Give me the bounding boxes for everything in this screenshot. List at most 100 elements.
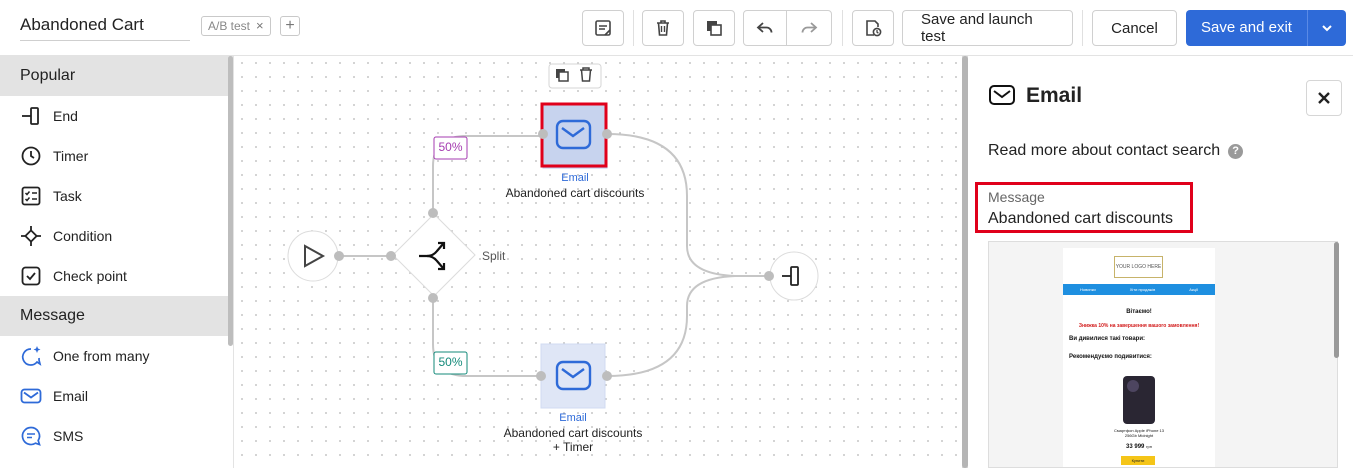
- redo-button[interactable]: [786, 10, 832, 46]
- workflow-diagram: [287, 63, 819, 409]
- email-nav-bar: Новинки Хіти продажів Акції: [1063, 284, 1215, 295]
- product-price: 33 999 грн: [1063, 444, 1215, 450]
- toolbar-divider: [842, 10, 843, 46]
- percent-b-label: 50%: [438, 355, 463, 369]
- message-field-value[interactable]: Abandoned cart discounts: [988, 210, 1174, 227]
- note-icon: [595, 20, 611, 36]
- split-label: Split: [482, 249, 506, 263]
- product-name: Смартфон Apple iPhone 13: [1113, 428, 1165, 433]
- copy-icon[interactable]: [556, 69, 569, 82]
- tag-label: A/B test: [208, 19, 251, 33]
- node-b-type: Email: [559, 412, 587, 424]
- notes-button[interactable]: [582, 10, 624, 46]
- close-icon: [1318, 92, 1330, 104]
- start-node[interactable]: [287, 230, 339, 282]
- price-currency: грн: [1146, 444, 1152, 449]
- palette-item-label: Timer: [53, 148, 89, 164]
- top-toolbar: Abandoned Cart A/B test × + Save and lau…: [0, 0, 1353, 56]
- palette-item-condition[interactable]: Condition: [0, 216, 233, 256]
- node-a-name: Abandoned cart discounts: [505, 186, 645, 200]
- email-preview[interactable]: YOUR LOGO HERE Новинки Хіти продажів Акц…: [988, 241, 1338, 468]
- percent-badge-a[interactable]: [433, 136, 468, 160]
- undo-button[interactable]: [743, 10, 787, 46]
- palette-item-timer[interactable]: Timer: [0, 136, 233, 176]
- check-point-icon: [20, 265, 42, 287]
- campaign-title-input[interactable]: Abandoned Cart: [20, 13, 190, 41]
- palette-item-label: Check point: [53, 268, 127, 284]
- connector-ports: [334, 129, 774, 381]
- sparkle-chat-icon: [20, 345, 42, 367]
- history-button[interactable]: [852, 10, 894, 46]
- toolbar-divider: [1082, 10, 1083, 46]
- trash-icon: [657, 20, 669, 36]
- node-b-name-suffix: + Timer: [552, 440, 594, 454]
- split-arrows-icon: [419, 241, 446, 271]
- email-greeting: Вітаємо!: [1126, 309, 1152, 315]
- trash-icon[interactable]: [580, 67, 592, 82]
- email-recommend-heading: Рекомендуємо подивитися:: [1069, 354, 1152, 360]
- sidebar-scrollbar[interactable]: [228, 56, 233, 346]
- save-and-launch-test-button[interactable]: Save and launch test: [902, 10, 1073, 46]
- panel-title: Email: [1026, 84, 1083, 107]
- envelope-icon: [555, 119, 592, 150]
- palette-item-one-from-many[interactable]: One from many: [0, 336, 233, 376]
- close-panel-button[interactable]: [1306, 80, 1342, 116]
- save-options-dropdown[interactable]: [1307, 10, 1346, 46]
- end-icon: [20, 105, 42, 127]
- canvas-scrollbar[interactable]: [962, 56, 968, 468]
- chevron-down-icon: [1322, 25, 1332, 32]
- connector-lines: [339, 133, 769, 377]
- delete-button[interactable]: [642, 10, 684, 46]
- palette-item-label: End: [53, 108, 78, 124]
- task-checklist-icon: [20, 185, 42, 207]
- palette-item-label: Email: [53, 388, 89, 404]
- tag-remove-button[interactable]: ×: [256, 18, 264, 33]
- email-document: YOUR LOGO HERE Новинки Хіти продажів Акц…: [1063, 248, 1215, 467]
- save-and-exit-label[interactable]: Save and exit: [1201, 19, 1292, 36]
- email-nav-item: Хіти продажів: [1129, 287, 1156, 292]
- product-variant: 256Gb Midnight: [1124, 433, 1154, 438]
- palette-item-end[interactable]: End: [0, 96, 233, 136]
- email-logo: YOUR LOGO HERE: [1114, 256, 1163, 278]
- email-promo: Знижка 10% на завершення вашого замовлен…: [1078, 323, 1200, 329]
- buy-button: Купити: [1121, 456, 1155, 465]
- percent-a-label: 50%: [438, 140, 463, 154]
- save-and-exit-button[interactable]: Save and exit: [1186, 10, 1346, 46]
- envelope-icon: [20, 385, 42, 407]
- palette-item-email[interactable]: Email: [0, 376, 233, 416]
- email-nav-item: Акції: [1189, 287, 1198, 292]
- ab-test-tag: A/B test ×: [201, 16, 271, 36]
- palette-item-label: One from many: [53, 348, 150, 364]
- workflow-canvas[interactable]: 50% 50% Split Email Abandoned cart disco…: [235, 56, 967, 468]
- copy-button[interactable]: [693, 10, 735, 46]
- cancel-button[interactable]: Cancel: [1092, 10, 1177, 46]
- canvas-scrollbar-thumb[interactable]: [962, 56, 968, 468]
- palette-item-check-point[interactable]: Check point: [0, 256, 233, 296]
- palette-item-label: Condition: [53, 228, 113, 244]
- read-more-text[interactable]: Read more about contact search: [988, 142, 1221, 159]
- condition-icon: [20, 225, 42, 247]
- palette-item-sms[interactable]: SMS: [0, 416, 233, 456]
- undo-icon: [756, 22, 773, 33]
- email-viewed-heading: Ви дивилися такі товари:: [1069, 336, 1146, 342]
- palette-item-label: SMS: [53, 428, 84, 444]
- sms-chat-icon: [20, 425, 42, 447]
- end-node[interactable]: [769, 251, 819, 301]
- preview-scrollbar[interactable]: [1334, 242, 1339, 358]
- node-b-name: Abandoned cart discounts: [503, 426, 643, 440]
- percent-badge-b[interactable]: [433, 351, 468, 375]
- envelope-icon: [989, 85, 1015, 105]
- toolbar-divider: [633, 10, 634, 46]
- redo-icon: [801, 22, 818, 33]
- end-icon: [782, 266, 799, 286]
- palette-item-task[interactable]: Task: [0, 176, 233, 216]
- read-more-link[interactable]: Read more about contact search ?: [988, 142, 1244, 160]
- price-value: 33 999: [1126, 444, 1145, 450]
- envelope-icon: [555, 360, 592, 391]
- add-tag-button[interactable]: +: [280, 16, 300, 36]
- product-image: [1123, 376, 1155, 424]
- help-icon[interactable]: ?: [1228, 143, 1244, 159]
- block-palette-sidebar: Popular End Timer Task Condition Check p…: [0, 56, 234, 468]
- message-field-label: Message: [988, 189, 1045, 205]
- section-popular: Popular: [0, 56, 233, 96]
